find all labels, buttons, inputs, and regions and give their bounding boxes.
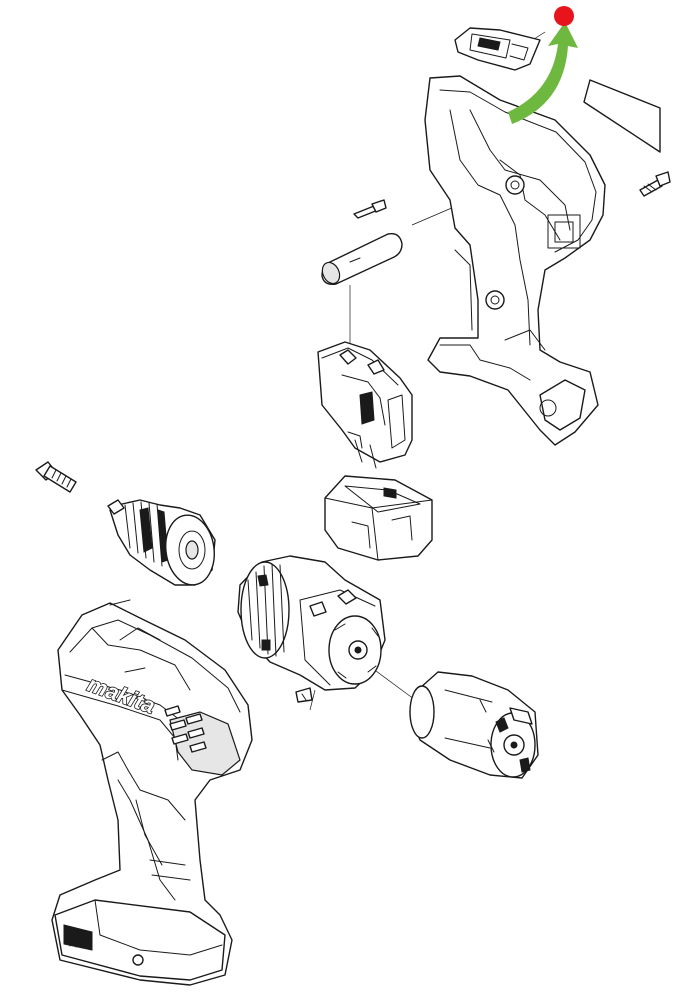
gearbox [237,555,386,691]
small-screw [295,687,313,703]
red-marker-dot [554,6,574,26]
battery-terminal-block [324,475,433,561]
small-pin [353,199,387,219]
chuck-bolt [35,461,77,493]
motor [409,671,539,779]
housing-half-right [424,75,606,446]
green-curved-arrow [508,22,578,124]
drill-chuck [107,499,216,586]
screw-right [639,171,671,197]
removal-arrow [508,22,578,124]
trigger-switch-assembly [317,341,413,469]
label-plate [583,79,661,153]
top-cap-part [454,27,541,71]
cylinder-part [321,233,403,286]
drill-body: makita [51,599,253,986]
